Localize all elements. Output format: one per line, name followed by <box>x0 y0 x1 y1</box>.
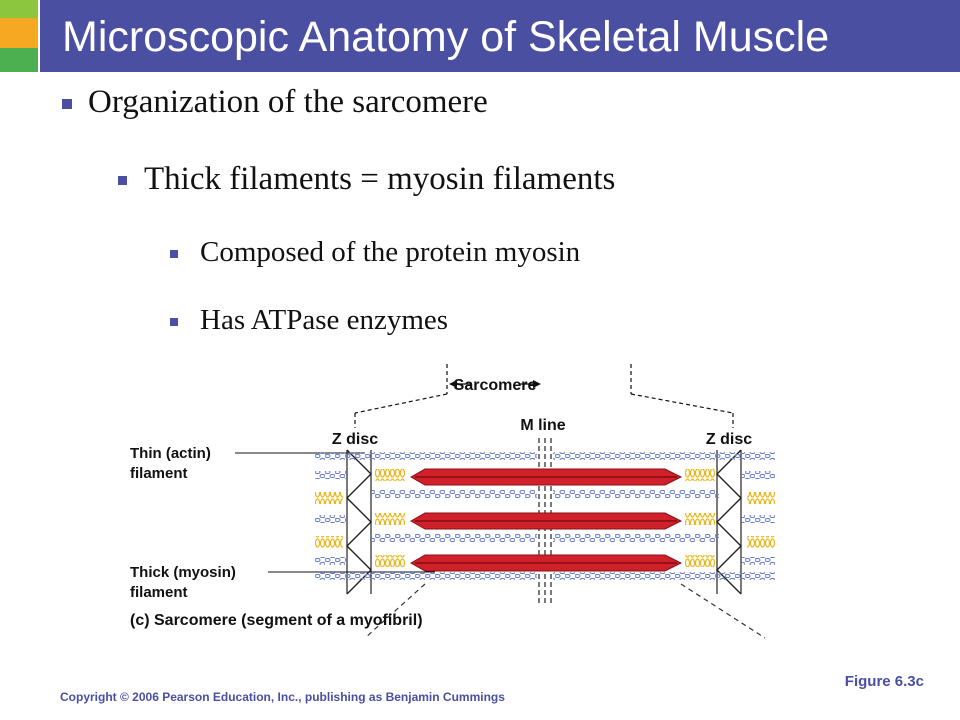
actin-row <box>553 534 719 542</box>
bullet-level-3: Composed of the protein myosin <box>200 236 581 268</box>
actin-row <box>553 572 775 580</box>
thick-filament-label-line1: Thick (myosin) <box>130 564 236 581</box>
accent-block-orange <box>0 18 38 48</box>
actin-row <box>553 452 775 460</box>
bullet-level-1: Organization of the sarcomere <box>88 84 488 120</box>
accent-block-green-2 <box>0 48 38 72</box>
bullet-level-3: Has ATPase enzymes <box>200 304 449 336</box>
actin-row <box>315 557 347 565</box>
figure-caption-prefix: (c) Sarcomere <box>130 612 237 629</box>
figure-caption-rest: (segment of a myofibril) <box>237 612 423 629</box>
z-disc-label-left: Z disc <box>332 431 378 448</box>
slide-title: Microscopic Anatomy of Skeletal Muscle <box>62 13 830 61</box>
sarcomere-diagram: Sarcomere Z disc M line Z disc Thin (act… <box>130 364 775 639</box>
sarcomere-dash-right <box>630 393 734 414</box>
zoom-line-left <box>364 583 426 639</box>
thin-filament-label: Thin (actin) filament <box>130 445 211 482</box>
actin-row <box>741 515 775 523</box>
z-disc-label-right: Z disc <box>706 431 752 448</box>
copyright-notice: Copyright © 2006 Pearson Education, Inc.… <box>60 690 505 704</box>
actin-row <box>315 452 537 460</box>
title-bar <box>40 0 960 72</box>
bullet-square-icon <box>118 176 127 185</box>
titin-coil <box>747 492 775 504</box>
actin-row <box>741 557 775 565</box>
figure-reference: Figure 6.3c <box>844 673 924 690</box>
titin-coil <box>375 469 405 481</box>
titin-coil <box>315 536 343 548</box>
actin-row <box>553 490 719 498</box>
sarcomere-dash-left <box>354 393 448 414</box>
sarcomere-label: Sarcomere <box>454 377 537 394</box>
bullet-level-2: Thick filaments = myosin filaments <box>144 161 616 197</box>
bullet-square-icon <box>170 250 178 258</box>
accent-block-green <box>0 0 38 18</box>
actin-filaments <box>315 452 775 580</box>
actin-row <box>315 471 347 479</box>
titin-coil <box>375 513 405 525</box>
bullet-square-icon <box>170 318 178 326</box>
figure-caption: (c) Sarcomere (segment of a myofibril) <box>130 612 423 629</box>
actin-row <box>371 534 537 542</box>
myosin-filaments <box>409 468 683 572</box>
actin-row <box>741 471 775 479</box>
titin-coil <box>747 536 775 548</box>
thick-filament-label: Thick (myosin) filament <box>130 564 236 601</box>
titin-coils <box>315 469 775 567</box>
actin-row <box>315 515 347 523</box>
actin-row <box>371 490 537 498</box>
titin-coil <box>685 469 715 481</box>
thin-filament-label-line1: Thin (actin) <box>130 445 211 462</box>
titin-coil <box>315 492 343 504</box>
zoom-line-right <box>680 583 766 639</box>
titin-coil <box>375 555 405 567</box>
m-line-label: M line <box>520 417 565 434</box>
thick-filament-label-line2: filament <box>130 584 188 601</box>
sarcomere-arrowhead-right <box>533 380 541 388</box>
thin-filament-label-line2: filament <box>130 465 188 482</box>
sarcomere-arrowhead-left <box>449 380 457 388</box>
bullet-square-icon <box>62 99 72 109</box>
titin-coil <box>685 513 715 525</box>
actin-row <box>315 572 537 580</box>
titin-coil <box>685 555 715 567</box>
